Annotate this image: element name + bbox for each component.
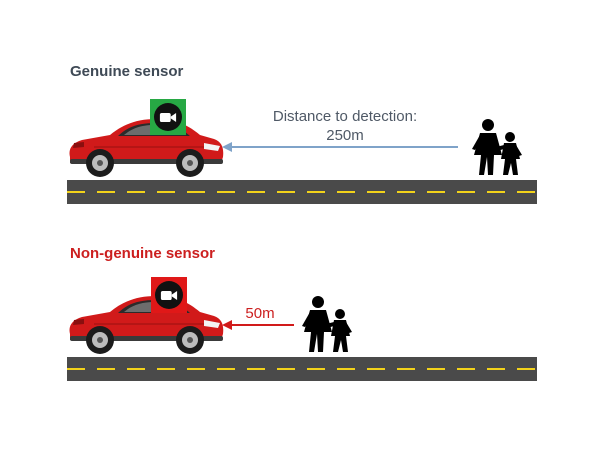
distance-label-value: 250m [326,127,364,144]
road [67,357,537,381]
distance-to-detection-label: Distance to detection: 250m [248,107,442,145]
distance-label-value: 50m [245,305,275,322]
two-children-walking-icon [296,294,356,354]
non-genuine-sensor-heading: Non-genuine sensor [70,245,216,262]
genuine-sensor-scene: Genuine sensor Distance to detection: 25… [64,63,537,204]
distance-label-line1: Distance to detection: [272,108,418,125]
video-camera-icon [159,111,177,124]
detection-distance-arrow [222,320,294,330]
road [67,180,537,204]
detection-distance-arrow [222,142,458,152]
distance-value-label: 50m [230,304,290,323]
red-car-icon [64,113,226,179]
non-genuine-sensor-badge [151,277,187,313]
red-car-icon [64,290,226,356]
video-camera-icon [160,289,178,302]
non-genuine-sensor-scene: Non-genuine sensor 50m [0,225,600,450]
genuine-sensor-heading: Genuine sensor [70,63,184,80]
two-children-walking-icon [466,117,526,177]
genuine-sensor-badge [150,99,186,135]
